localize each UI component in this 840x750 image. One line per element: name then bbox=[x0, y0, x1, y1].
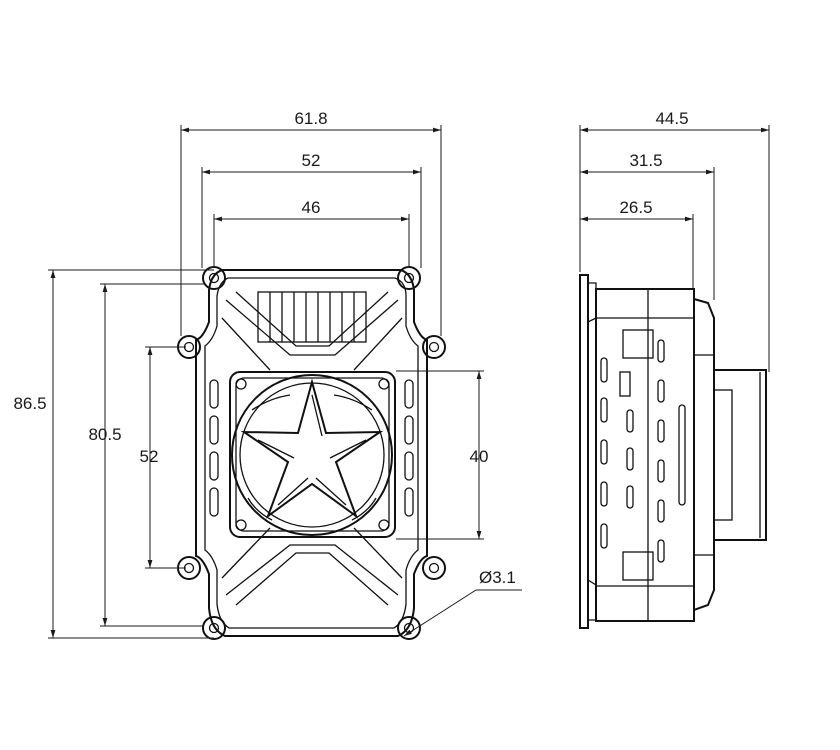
dim-height-mounting: 80.5 bbox=[88, 425, 121, 444]
dim-height-overall: 86.5 bbox=[13, 394, 46, 413]
heatsink-fins bbox=[257, 291, 367, 343]
fan bbox=[229, 371, 396, 538]
housing-outline bbox=[195, 269, 428, 637]
dim-fan-size: 40 bbox=[470, 447, 489, 466]
dim-width-overall: 61.8 bbox=[294, 109, 327, 128]
dim-depth-body: 31.5 bbox=[629, 151, 662, 170]
mounting-ears bbox=[177, 266, 446, 640]
side-vents bbox=[209, 379, 414, 517]
dim-width-mounting: 52 bbox=[302, 151, 321, 170]
dim-width-holes: 46 bbox=[302, 198, 321, 217]
front-view bbox=[177, 266, 446, 640]
side-view bbox=[579, 274, 767, 629]
fan-rotor bbox=[240, 378, 384, 519]
side-slots bbox=[600, 339, 686, 563]
side-dimensions: 44.5 31.5 26.5 bbox=[579, 109, 770, 372]
front-dimensions: 61.8 52 46 86.5 80.5 52 40 Ø3. bbox=[13, 109, 522, 639]
dim-hole-diameter: Ø3.1 bbox=[479, 568, 516, 587]
dim-depth-heatsink: 26.5 bbox=[619, 198, 652, 217]
x-frame bbox=[221, 291, 403, 606]
dim-height-side-holes: 52 bbox=[140, 447, 159, 466]
dim-depth-overall: 44.5 bbox=[655, 109, 688, 128]
